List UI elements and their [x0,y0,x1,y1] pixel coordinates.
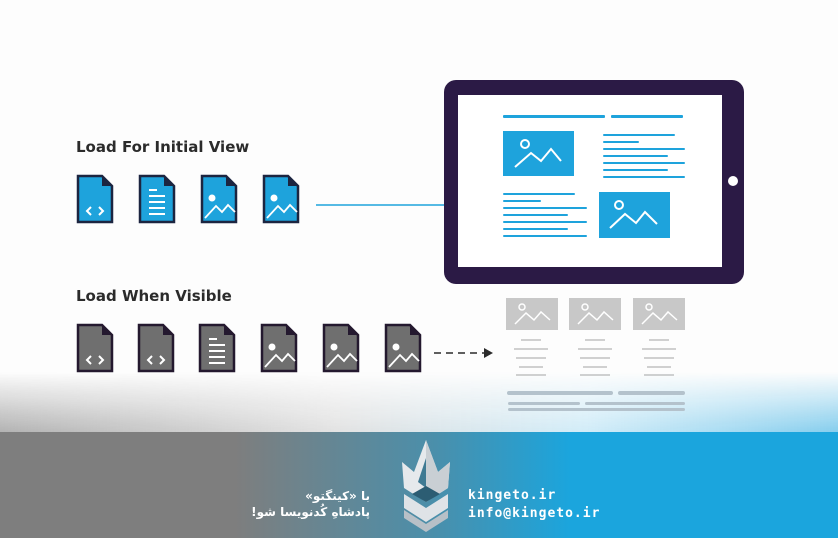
text-line [503,193,575,195]
dashed-arrow-icon [434,348,493,358]
tagline-line-1: با «کینگتو» [305,489,370,503]
text-line [603,141,639,143]
kingeto-logo-icon [402,440,450,532]
gray-line [580,357,610,359]
gray-image-placeholder [569,298,621,330]
text-file-icon [198,323,236,373]
code-file-icon [137,323,175,373]
text-line [603,162,685,164]
text-line [503,214,568,216]
gray-line [649,339,669,341]
text-line [503,200,541,202]
gray-line [578,348,612,350]
gray-line [521,339,541,341]
gray-line [508,402,580,405]
text-line [503,221,587,223]
text-line [503,207,587,209]
tablet-screen [458,95,722,267]
image-icon [577,303,614,325]
code-file-icon [76,323,114,373]
gray-line [585,402,685,405]
heading-when-visible: Load When Visible [76,287,232,305]
gray-line [519,366,543,368]
image-file-icon [260,323,298,373]
text-line [503,235,587,237]
bottom-fade [0,372,838,432]
brand-banner: با «کینگتو» پادشاهِ کُدنویسا شو! kingeto… [0,432,838,538]
tagline-line-2: پادشاهِ کُدنویسا شو! [251,505,370,519]
image-placeholder [503,131,574,176]
text-line [603,155,668,157]
gray-image-placeholder [633,298,685,330]
tablet-home-button [728,176,738,186]
image-file-icon [384,323,422,373]
gray-line [514,348,548,350]
image-icon [514,303,551,325]
image-placeholder [599,192,670,238]
gray-line [585,339,605,341]
image-file-icon [200,174,238,224]
gray-line [516,357,546,359]
gray-line [642,348,676,350]
text-line [603,176,685,178]
gray-line [647,366,671,368]
heading-initial-view: Load For Initial View [76,138,250,156]
text-file-icon [138,174,176,224]
text-line [503,228,568,230]
image-file-icon [322,323,360,373]
text-line [603,148,685,150]
email-link[interactable]: info@kingeto.ir [468,506,601,521]
website-link[interactable]: kingeto.ir [468,488,557,503]
gray-line [507,391,613,395]
text-line [603,169,668,171]
image-icon [609,200,658,229]
gray-line [583,366,607,368]
content-bar [503,115,605,118]
gray-line [508,408,685,411]
text-line [603,134,675,136]
image-icon [641,303,678,325]
code-file-icon [76,174,114,224]
image-icon [514,139,562,168]
gray-line [618,391,685,395]
image-file-icon [262,174,300,224]
gray-image-placeholder [506,298,558,330]
gray-line [644,357,674,359]
content-bar [611,115,683,118]
tablet-device [444,80,744,284]
